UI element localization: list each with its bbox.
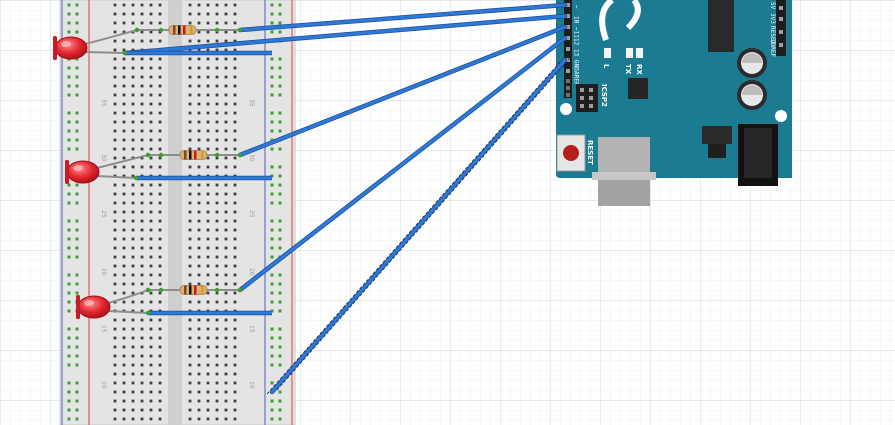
label-l: L <box>602 64 610 69</box>
row-number: 20 <box>248 268 255 276</box>
row-number: 35 <box>248 99 255 107</box>
power-pin[interactable] <box>779 43 783 47</box>
row-number: 15 <box>100 325 107 333</box>
arduino-logo <box>599 0 614 42</box>
components[interactable] <box>53 25 272 320</box>
led-tx-indicator <box>626 48 633 58</box>
row-number: 15 <box>248 325 255 333</box>
power-pin-label: RESET <box>769 26 776 44</box>
icsp-pin[interactable] <box>589 104 593 108</box>
digital-pin-label: 13 <box>573 49 580 57</box>
row-number: 10 <box>248 381 255 389</box>
voltage-regulator <box>702 126 732 144</box>
digital-pin-label: 12 <box>573 38 580 46</box>
breadboard[interactable]: 35 35 30 30 25 25 20 20 15 15 10 10 <box>59 0 296 425</box>
wire[interactable] <box>237 35 568 293</box>
breadboard-row-numbers: 35 35 30 30 25 25 20 20 15 15 10 10 <box>100 99 255 389</box>
digital-pin-label: ~11 <box>573 27 580 38</box>
atmega-chip <box>708 0 734 52</box>
digital-pin[interactable] <box>566 3 570 7</box>
digital-pin[interactable] <box>566 47 570 51</box>
reset-button-cap[interactable] <box>563 145 579 161</box>
digital-pin-label: GND <box>573 60 580 71</box>
label-reset: RESET <box>586 140 594 165</box>
row-number: 25 <box>100 210 107 218</box>
wire[interactable] <box>237 2 568 33</box>
arduino-logo-right <box>625 0 641 31</box>
power-pin-label: IOREF <box>769 39 776 57</box>
power-pin[interactable] <box>779 30 783 34</box>
power-pin[interactable] <box>779 17 783 21</box>
digital-pin[interactable] <box>566 58 570 62</box>
row-number: 20 <box>100 268 107 276</box>
led-2[interactable] <box>65 152 151 184</box>
wire[interactable] <box>237 24 568 158</box>
row-number: 30 <box>100 154 107 162</box>
icsp-pin[interactable] <box>589 88 593 92</box>
wire[interactable] <box>266 57 571 395</box>
icsp-pin[interactable] <box>589 96 593 100</box>
breadboard-holes <box>67 3 282 421</box>
led-l-indicator <box>604 48 611 58</box>
resistor-3[interactable] <box>145 285 243 295</box>
row-number: 30 <box>248 154 255 162</box>
wire[interactable] <box>122 13 568 56</box>
digital-pin-label: 10 <box>573 16 580 24</box>
icsp2-header[interactable] <box>576 84 598 112</box>
led-rx-indicator <box>636 48 643 58</box>
digital-pin-label: ~ <box>573 5 580 9</box>
digital-pin[interactable] <box>566 69 570 73</box>
row-number: 35 <box>100 99 107 107</box>
digital-pin[interactable] <box>566 36 570 40</box>
digital-pin-header[interactable] <box>566 3 570 97</box>
digital-pin-label: AREF <box>573 71 580 86</box>
usb-controller-chip <box>628 78 648 99</box>
label-tx: TX <box>624 64 632 75</box>
power-pin-header[interactable] <box>776 0 786 56</box>
icsp-pin[interactable] <box>580 104 584 108</box>
led-1[interactable] <box>53 27 140 60</box>
icsp-pin[interactable] <box>580 96 584 100</box>
power-pin-label: 3V3 <box>769 13 776 24</box>
led-3[interactable] <box>76 287 151 319</box>
label-icsp2: ICSP2 <box>600 84 608 107</box>
icsp-pin[interactable] <box>580 88 584 92</box>
power-pin-label: 5V <box>769 2 776 10</box>
label-rx: RX <box>635 64 643 75</box>
digital-pin[interactable] <box>566 25 570 29</box>
wires[interactable] <box>122 2 571 395</box>
mounting-hole-2 <box>775 110 787 122</box>
row-number: 10 <box>100 381 107 389</box>
digital-pin[interactable] <box>566 14 570 18</box>
row-number: 25 <box>248 210 255 218</box>
power-pin[interactable] <box>779 6 783 10</box>
mounting-hole-1 <box>560 103 572 115</box>
